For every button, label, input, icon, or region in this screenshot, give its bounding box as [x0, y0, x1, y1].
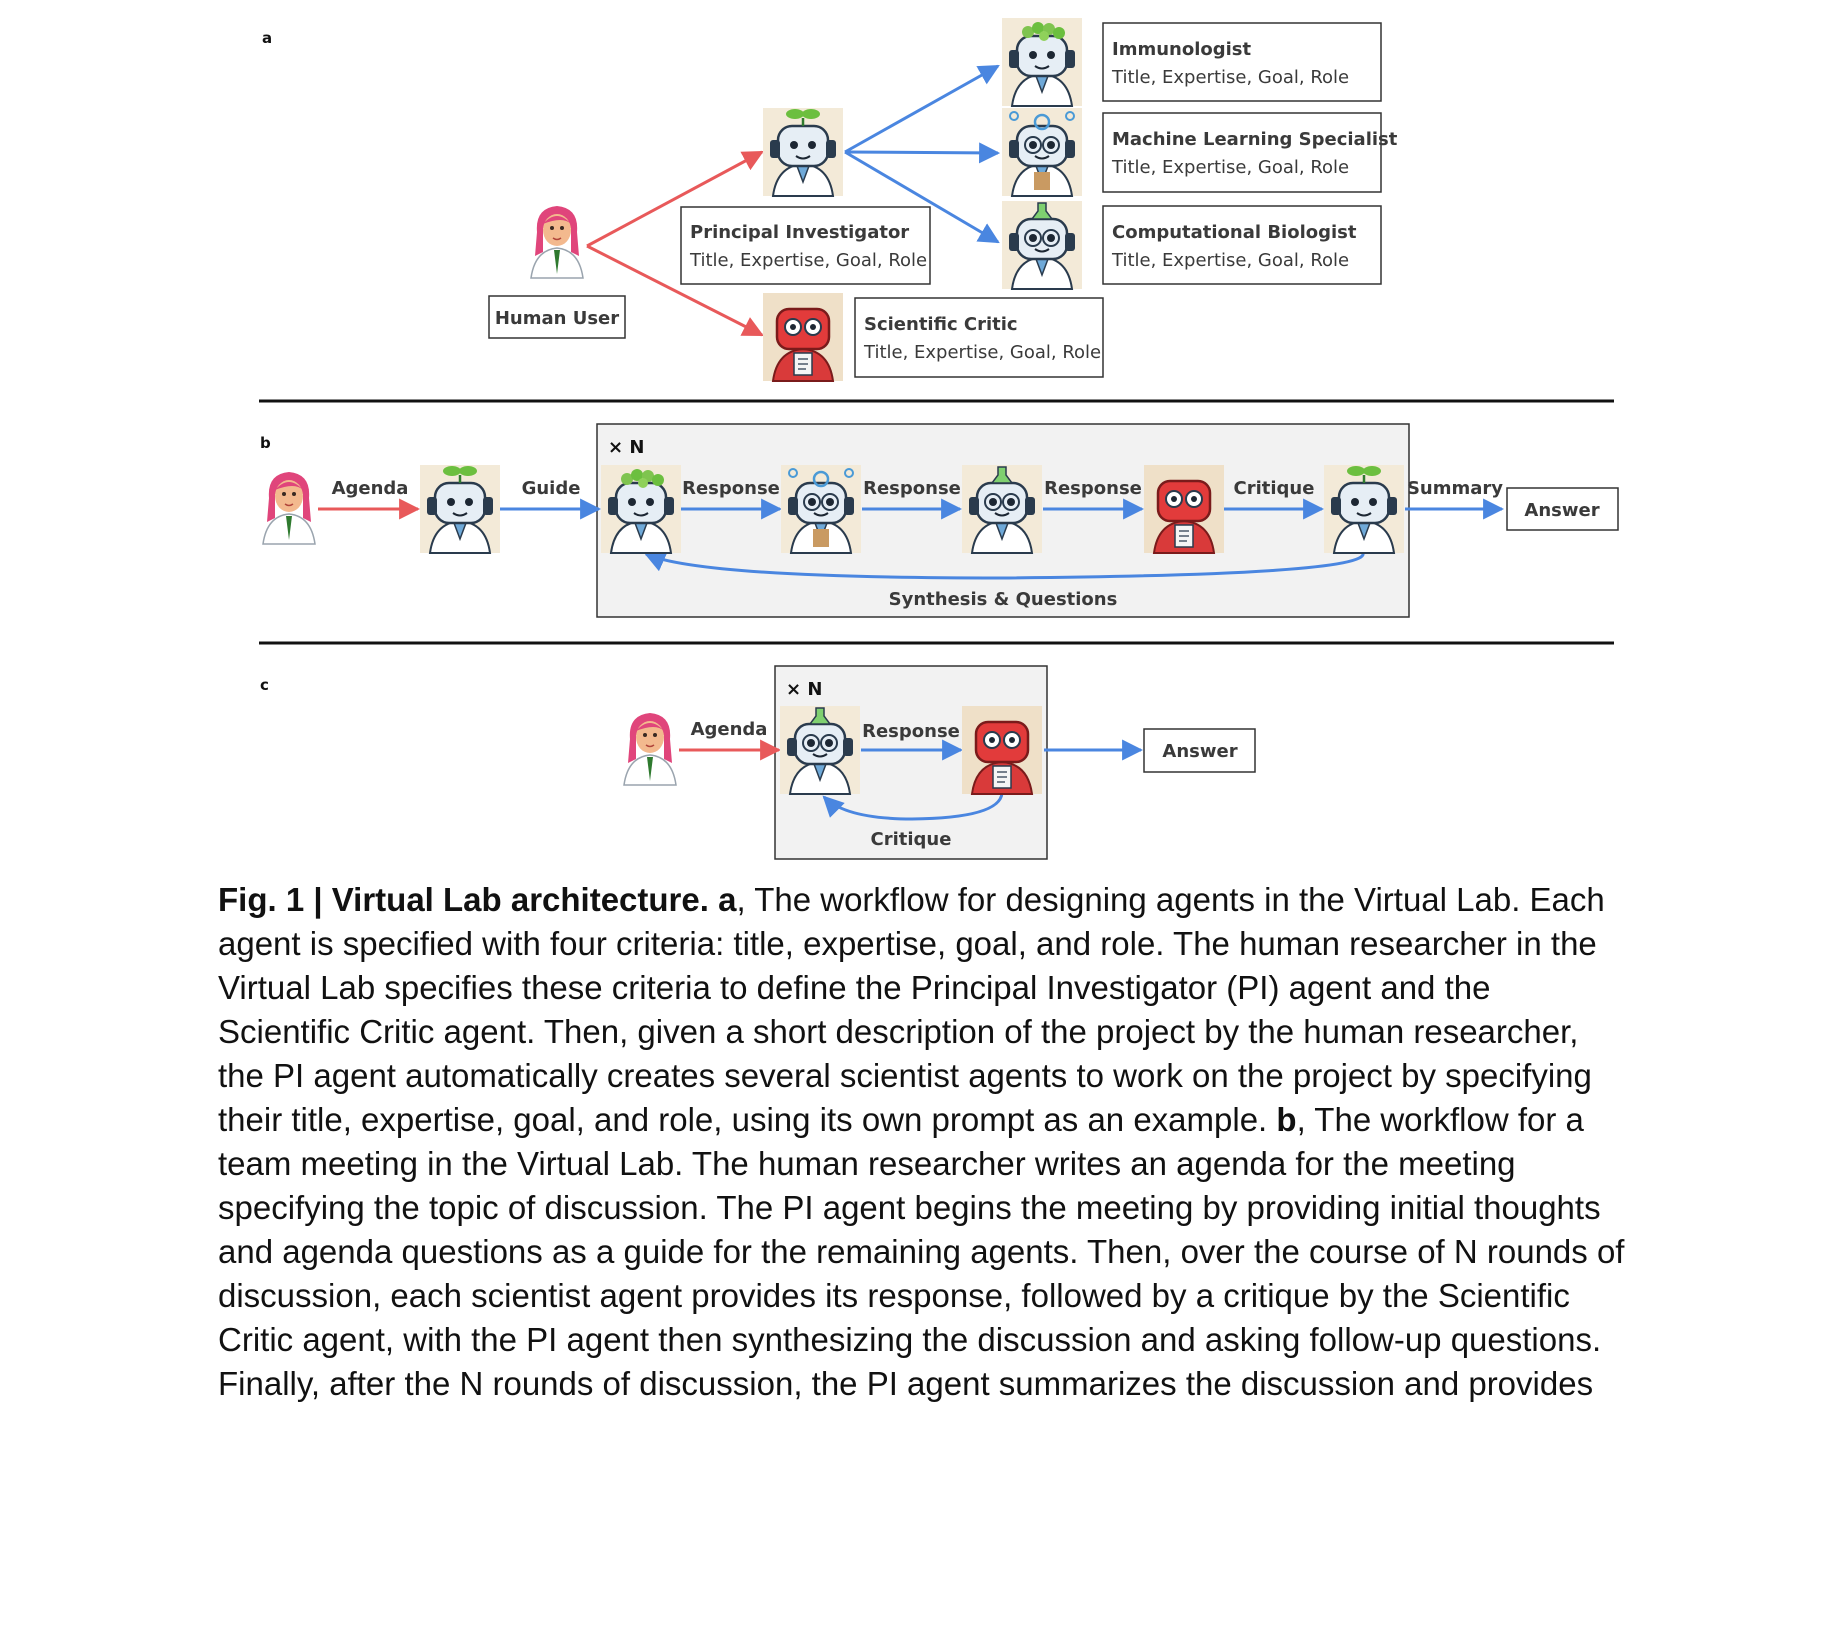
figure-caption: Fig. 1 | Virtual Lab architecture. a, Th…: [218, 878, 1628, 1406]
panel-a-arrows: [586, 64, 1001, 337]
pi-agent-icon: [763, 108, 843, 196]
compbio-box: [1102, 205, 1382, 285]
caption-fig-label: Fig. 1 | Virtual Lab architecture.: [218, 881, 709, 918]
c-answer-box: [1143, 728, 1256, 773]
b-critic-icon: [1142, 463, 1226, 555]
panel-c-rounds: × N: [786, 679, 822, 700]
b-response1-label: Response: [682, 478, 780, 499]
panel-c-letter: c: [260, 676, 269, 694]
b-pi-icon: [420, 465, 500, 553]
immunologist-title: Immunologist: [1112, 39, 1252, 60]
caption-b-label: b: [1276, 1101, 1297, 1138]
b-immunologist-icon: [601, 465, 681, 553]
b-human-icon: [262, 471, 316, 545]
pi-title: Principal Investigator: [690, 222, 909, 243]
panel-b-arrows: [318, 498, 1505, 580]
ml-box: [1102, 112, 1382, 193]
immunologist-agent-icon: [1002, 18, 1082, 106]
c-compbio-icon: [780, 706, 860, 794]
b-compbio-icon: [962, 465, 1042, 553]
c-answer-label: Answer: [1162, 741, 1237, 762]
b-loop-label: Synthesis & Questions: [889, 589, 1118, 610]
caption-b-text: , The workflow for a team meeting in the…: [218, 1101, 1625, 1402]
human-user-label: Human User: [495, 308, 619, 329]
compbio-title: Computational Biologist: [1112, 222, 1357, 243]
immunologist-box: [1102, 22, 1382, 102]
c-critic-icon: [960, 704, 1044, 796]
b-ml-icon: [781, 465, 861, 553]
human-user-box: [488, 295, 626, 339]
b-answer-label: Answer: [1524, 500, 1599, 521]
b-agenda-label: Agenda: [332, 478, 409, 499]
pi-sub: Title, Expertise, Goal, Role: [689, 250, 927, 271]
critic-title: Scientific Critic: [864, 314, 1018, 335]
ml-title: Machine Learning Specialist: [1112, 129, 1398, 150]
b-critique-label: Critique: [1234, 478, 1315, 499]
critic-sub: Title, Expertise, Goal, Role: [863, 342, 1101, 363]
pi-box: [680, 206, 931, 285]
caption-a-label: a: [718, 881, 737, 918]
ml-agent-icon: [1002, 108, 1082, 196]
c-critique-label: Critique: [871, 829, 952, 850]
panel-b-letter: b: [260, 434, 271, 452]
b-response2-label: Response: [863, 478, 961, 499]
panel-a-letter: a: [262, 29, 272, 47]
caption-a-text: , The workflow for designing agents in t…: [218, 881, 1605, 1138]
b-response3-label: Response: [1044, 478, 1142, 499]
c-human-icon: [623, 712, 677, 786]
ml-sub: Title, Expertise, Goal, Role: [1111, 157, 1349, 178]
b-guide-label: Guide: [522, 478, 581, 499]
b-answer-box: [1506, 487, 1619, 531]
virtual-lab-figure: a Human User Principal Investigator Titl…: [259, 0, 1619, 860]
panel-b-rounds: × N: [608, 437, 644, 458]
b-pi-summary-icon: [1324, 465, 1404, 553]
b-summary-label: Summary: [1407, 478, 1503, 499]
c-agenda-label: Agenda: [691, 719, 768, 740]
c-response-label: Response: [862, 721, 960, 742]
compbio-sub: Title, Expertise, Goal, Role: [1111, 250, 1349, 271]
critic-agent-icon: [761, 291, 845, 383]
immunologist-sub: Title, Expertise, Goal, Role: [1111, 67, 1349, 88]
panel-c-arrows: [679, 739, 1144, 821]
human-user-icon: [530, 205, 584, 279]
critic-box: [854, 297, 1104, 378]
compbio-agent-icon: [1002, 201, 1082, 289]
